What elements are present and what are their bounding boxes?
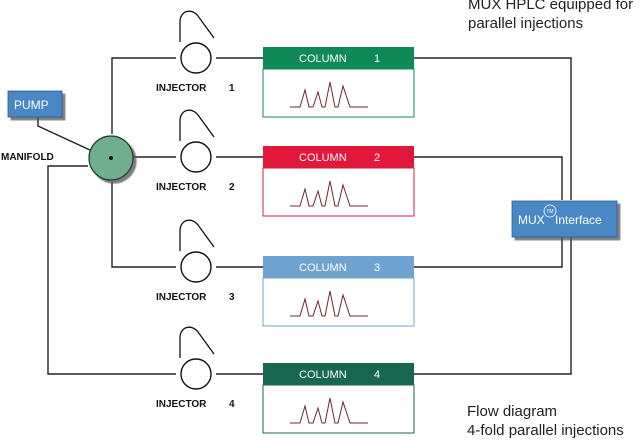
column-number: 1 (374, 53, 380, 65)
pump-connector-line (37, 117, 106, 158)
bottom-caption: Flow diagram 4-fold parallel injections (467, 402, 624, 440)
injector-loop-icon (179, 219, 215, 251)
trademark-symbol: TM (546, 209, 553, 215)
chromatogram-panel (262, 277, 415, 327)
injector-loop-icon (179, 10, 215, 42)
trademark-icon (543, 204, 557, 218)
chromatogram-peaks (290, 290, 368, 317)
injector-label: INJECTOR (156, 182, 207, 193)
injector-valve-icon (179, 10, 215, 74)
injector-number: 3 (229, 292, 235, 303)
bottom-caption-line-1: Flow diagram (467, 403, 558, 420)
channel-3: INJECTOR 3 COLUMN 3 (156, 219, 415, 327)
mux-interface: MUX TM Interface (511, 200, 618, 238)
pump: PUMP (7, 90, 63, 118)
svg-text:MUX: MUX (518, 213, 545, 227)
mux-suffix: Interface (555, 213, 602, 227)
manifold-to-injector-3-line (111, 182, 176, 268)
column-3-to-mux-line (414, 237, 563, 268)
injector-valve-circle (180, 42, 212, 74)
top-caption: MUX HPLC equipped for parallel injection… (468, 0, 633, 33)
chromatogram-panel (262, 167, 415, 217)
injector-loop-icon (179, 109, 215, 141)
chromatogram-panel (262, 68, 415, 118)
manifold-to-injector-1-line (111, 57, 176, 134)
column-label: COLUMN (299, 152, 347, 164)
channel-1: INJECTOR 1 COLUMN 1 (156, 10, 415, 118)
injector-valve-circle (180, 358, 212, 390)
injector-label: INJECTOR (156, 292, 207, 303)
injector-number: 4 (229, 399, 235, 410)
column-2-to-mux-line (414, 156, 563, 200)
chromatogram-panel (262, 384, 415, 434)
pump-box (7, 90, 63, 118)
column-label: COLUMN (299, 262, 347, 274)
channel-4: INJECTOR 4 COLUMN 4 (156, 326, 415, 434)
manifold: MANIFOLD (1, 135, 134, 181)
column-number: 4 (374, 369, 380, 381)
injector-label: INJECTOR (156, 83, 207, 94)
injector-valve-circle (180, 141, 212, 173)
injector-valve-circle (180, 251, 212, 283)
injector-loop-icon (179, 326, 215, 358)
pump-label: PUMP (14, 98, 49, 112)
manifold-to-injector-4-line (47, 165, 176, 375)
mux-box (511, 200, 618, 238)
channel-2: INJECTOR 2 COLUMN 2 (156, 109, 415, 217)
column-header-bar (263, 256, 414, 278)
column-number: 3 (374, 262, 380, 274)
column-number: 2 (374, 152, 380, 164)
column-4-to-mux-line (414, 237, 572, 375)
chromatogram-peaks (290, 180, 368, 207)
column-header-bar (263, 47, 414, 69)
chromatogram-peaks (290, 397, 368, 424)
column-label: COLUMN (299, 369, 347, 381)
manifold-center-dot (109, 156, 113, 160)
manifold-label: MANIFOLD (1, 152, 54, 163)
chromatogram-peaks (290, 81, 368, 108)
column-header-bar (263, 146, 414, 168)
flow-lines (37, 57, 572, 375)
column-header-bar (263, 363, 414, 385)
injector-number: 2 (229, 182, 235, 193)
bottom-caption-line-2: 4-fold parallel injections (467, 422, 624, 439)
column-label: COLUMN (299, 53, 347, 65)
injector-valve-icon (179, 326, 215, 390)
mux-label: MUX (518, 213, 545, 227)
injector-number: 1 (229, 83, 235, 94)
top-caption-line-2: parallel injections (468, 15, 584, 32)
top-caption-line-1: MUX HPLC equipped for (468, 0, 634, 13)
injector-valve-icon (179, 109, 215, 173)
column-1-to-mux-line (414, 57, 572, 200)
injector-label: INJECTOR (156, 399, 207, 410)
injector-valve-icon (179, 219, 215, 283)
